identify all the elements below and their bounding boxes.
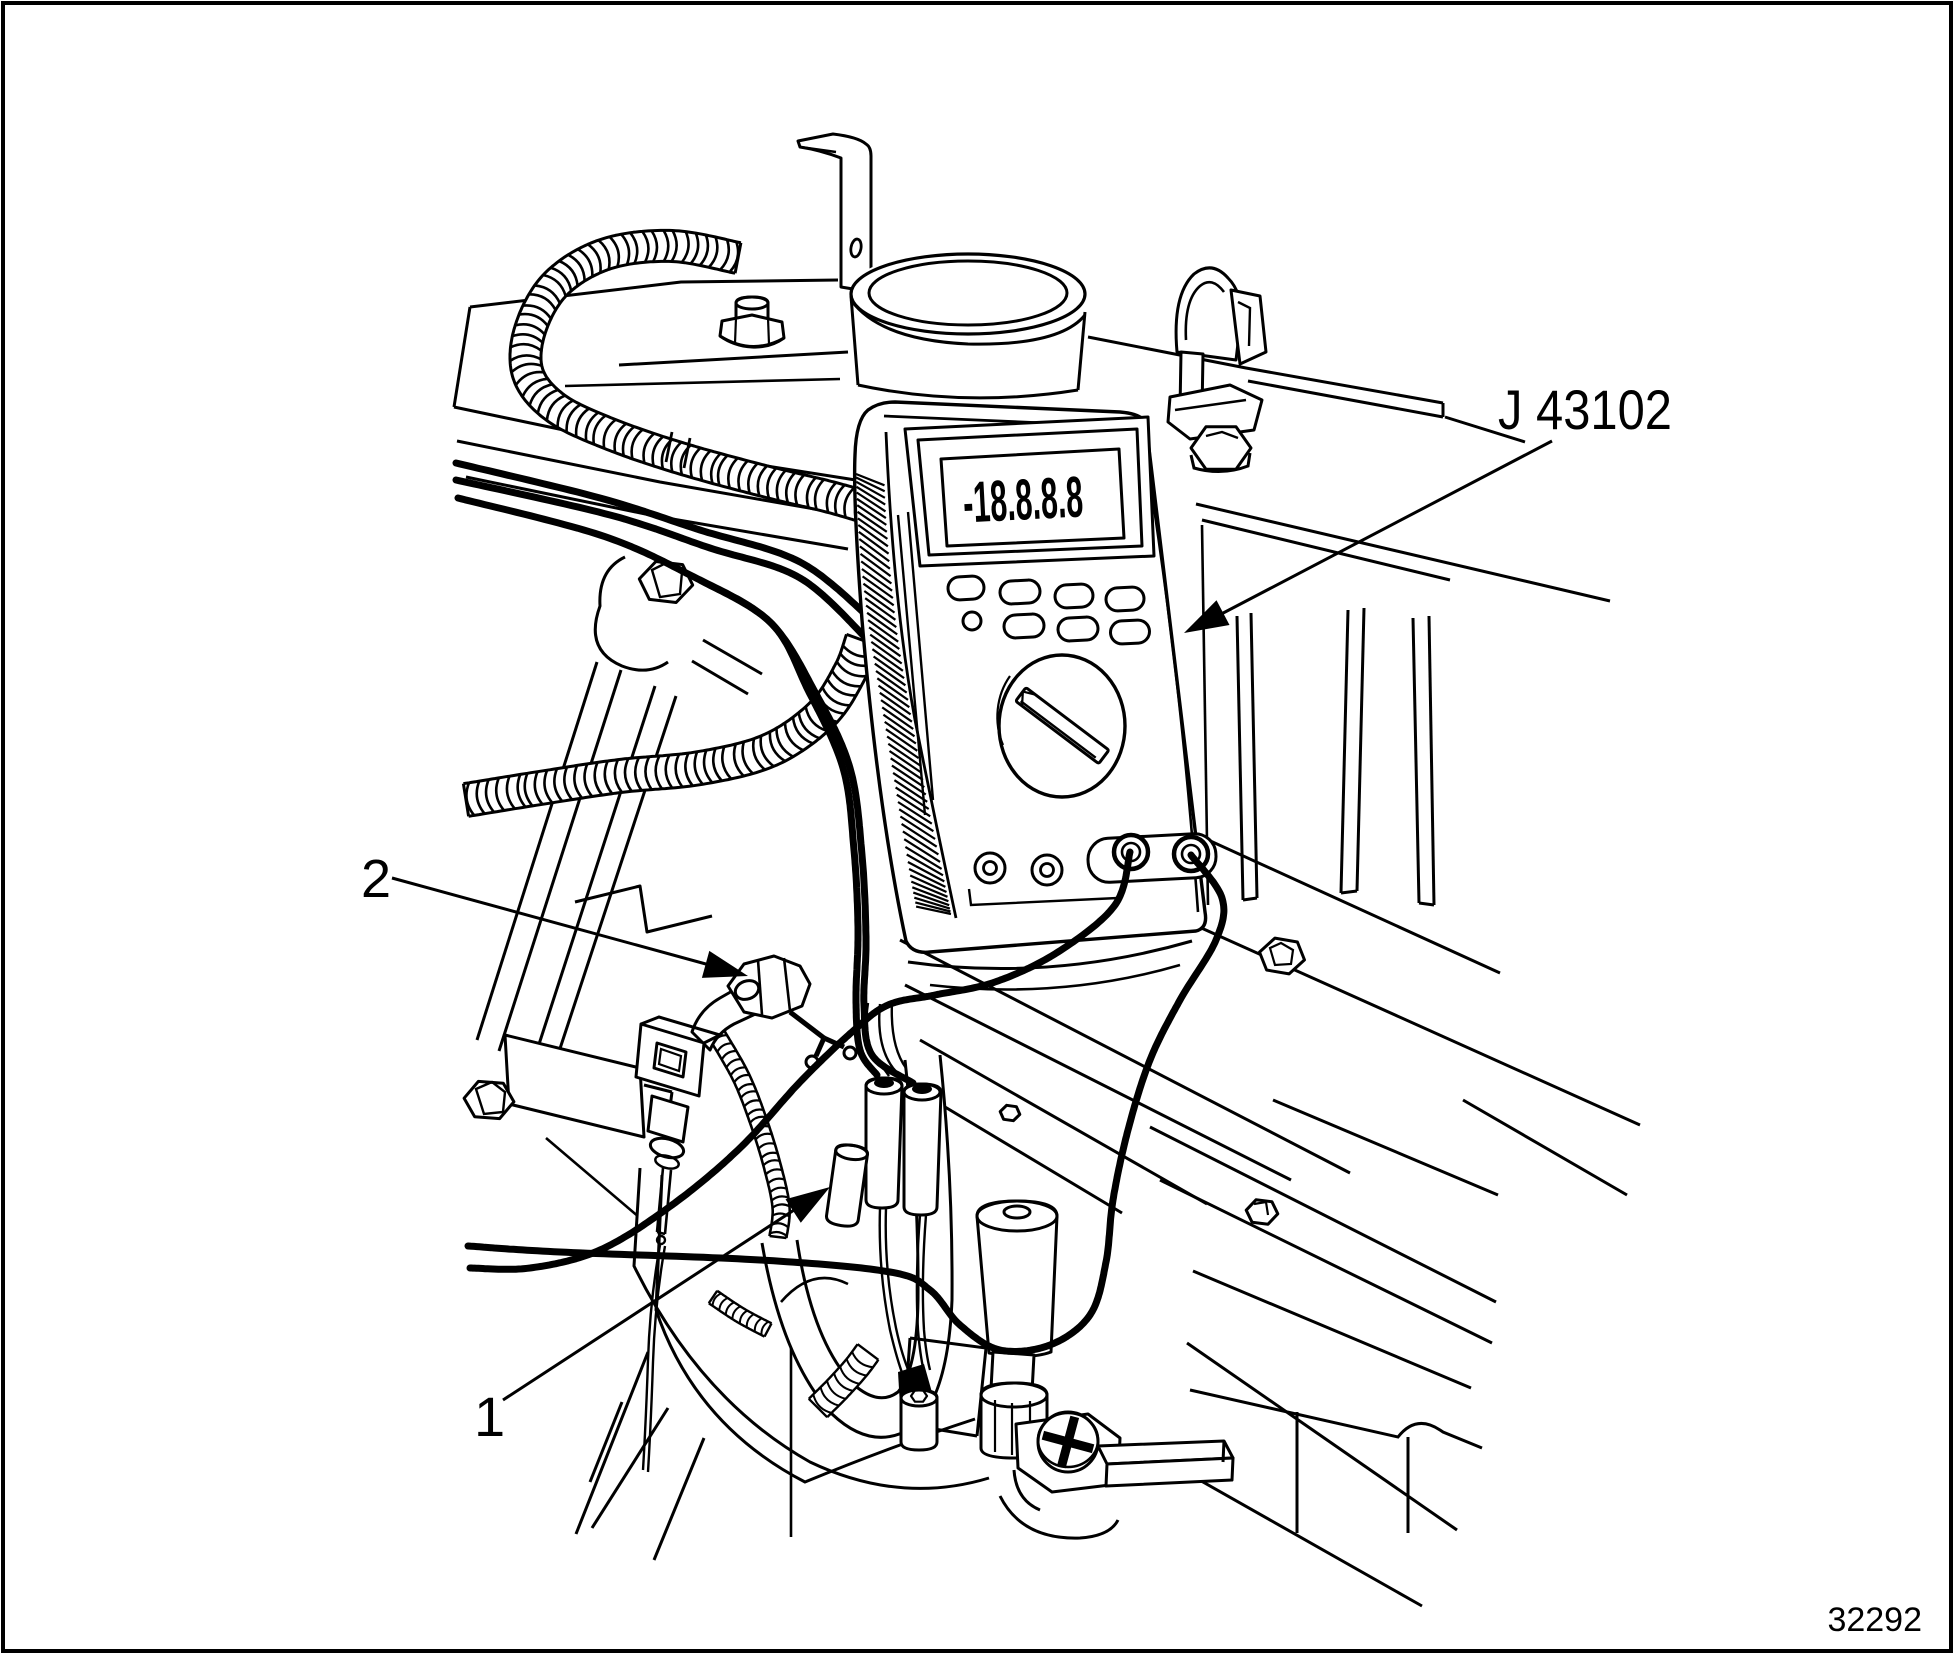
svg-text:-18.8.8.8: -18.8.8.8 [961, 464, 1084, 535]
svg-text:2: 2 [361, 849, 391, 909]
svg-text:1: 1 [474, 1385, 505, 1448]
svg-text:32292: 32292 [1827, 1601, 1922, 1639]
svg-text:J 43102: J 43102 [1498, 378, 1672, 441]
